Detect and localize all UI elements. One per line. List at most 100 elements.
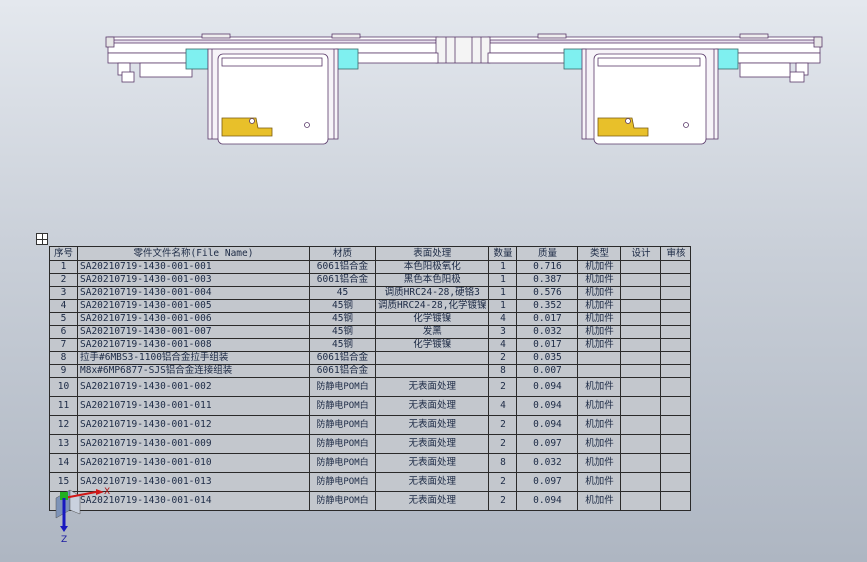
cell-file-name: SA20210719-1430-001-003 (77, 273, 310, 287)
cell-mass: 0.007 (516, 364, 579, 378)
cell-reviewer (660, 325, 692, 339)
bom-move-handle-icon[interactable] (36, 233, 48, 245)
cell-designer (620, 472, 662, 492)
col-header-material: 材质 (309, 246, 376, 261)
cell-material: 45钢 (309, 338, 376, 352)
cell-surface: 无表面处理 (374, 453, 490, 473)
cell-reviewer (660, 273, 692, 287)
cell-designer (620, 325, 662, 339)
cell-index: 12 (49, 415, 78, 435)
cell-type: 机加件 (577, 377, 622, 397)
cell-type: 机加件 (577, 396, 622, 416)
axis-z-label: Z (61, 535, 67, 544)
cell-mass: 0.716 (516, 260, 579, 274)
cell-reviewer (660, 472, 692, 492)
cell-qty: 1 (488, 260, 518, 274)
cell-reviewer (660, 286, 692, 300)
bom-table[interactable]: 序号 零件文件名称(File Name) 材质 表面处理 数量 质量 类型 设计… (49, 246, 692, 511)
cell-material: 防静电POM白 (309, 396, 376, 416)
cell-material: 45钢 (309, 325, 376, 339)
cell-material: 防静电POM白 (309, 434, 376, 454)
cell-designer (620, 286, 662, 300)
cell-surface: 调质HRC24-28,硬铬3 (374, 286, 490, 300)
cell-mass: 0.097 (516, 472, 579, 492)
cell-reviewer (660, 351, 692, 365)
cell-qty: 4 (488, 338, 518, 352)
cell-mass: 0.035 (516, 351, 579, 365)
cell-material: 防静电POM白 (309, 377, 376, 397)
cell-reviewer (660, 491, 692, 511)
cell-index: 13 (49, 434, 78, 454)
cell-material: 6061铝合金 (309, 364, 376, 378)
col-header-index: 序号 (49, 246, 78, 261)
cell-material: 45 (309, 286, 376, 300)
cell-type: 机加件 (577, 299, 622, 313)
cell-file-name: SA20210719-1430-001-005 (77, 299, 310, 313)
cell-surface: 调质HRC24-28,化学镀镍 (374, 299, 490, 313)
cell-index: 10 (49, 377, 78, 397)
cell-file-name: SA20210719-1430-001-007 (77, 325, 310, 339)
col-header-mass: 质量 (516, 246, 579, 261)
cell-surface: 无表面处理 (374, 434, 490, 454)
cell-file-name: SA20210719-1430-001-006 (77, 312, 310, 326)
cell-type: 机加件 (577, 325, 622, 339)
cell-type: 机加件 (577, 338, 622, 352)
cell-index: 1 (49, 260, 78, 274)
bom-header-row: 序号 零件文件名称(File Name) 材质 表面处理 数量 质量 类型 设计… (49, 246, 692, 261)
cell-type (577, 351, 622, 365)
cell-file-name: SA20210719-1430-001-008 (77, 338, 310, 352)
cell-file-name: SA20210719-1430-001-001 (77, 260, 310, 274)
cell-designer (620, 453, 662, 473)
cell-reviewer (660, 453, 692, 473)
cell-file-name: SA20210719-1430-001-004 (77, 286, 310, 300)
cell-surface: 无表面处理 (374, 491, 490, 511)
cell-qty: 2 (488, 434, 518, 454)
cell-qty: 1 (488, 299, 518, 313)
assembly-model-view[interactable] (0, 0, 867, 230)
cell-designer (620, 434, 662, 454)
cell-reviewer (660, 415, 692, 435)
cell-reviewer (660, 434, 692, 454)
col-header-designer: 设计 (620, 246, 662, 261)
cell-type: 机加件 (577, 273, 622, 287)
right-carriage (581, 48, 719, 145)
cell-mass: 0.094 (516, 491, 579, 511)
cell-file-name: 拉手#6MBS3-1100铝合金拉手组装 (77, 351, 310, 365)
cyan-blocks (185, 48, 739, 70)
cell-type: 机加件 (577, 415, 622, 435)
bom-row[interactable]: 16SA20210719-1430-001-014防静电POM白无表面处理20.… (49, 491, 692, 511)
cell-reviewer (660, 396, 692, 416)
col-header-reviewer: 审核 (660, 246, 692, 261)
cell-type: 机加件 (577, 453, 622, 473)
cell-designer (620, 338, 662, 352)
cell-type (577, 364, 622, 378)
cell-qty: 1 (488, 273, 518, 287)
cell-surface (374, 351, 490, 365)
cell-index: 6 (49, 325, 78, 339)
cell-index: 8 (49, 351, 78, 365)
cell-index: 4 (49, 299, 78, 313)
cell-reviewer (660, 312, 692, 326)
cell-designer (620, 312, 662, 326)
cell-mass: 0.094 (516, 396, 579, 416)
cell-mass: 0.352 (516, 299, 579, 313)
cell-designer (620, 364, 662, 378)
cell-mass: 0.097 (516, 434, 579, 454)
cell-file-name: SA20210719-1430-001-011 (77, 396, 310, 416)
